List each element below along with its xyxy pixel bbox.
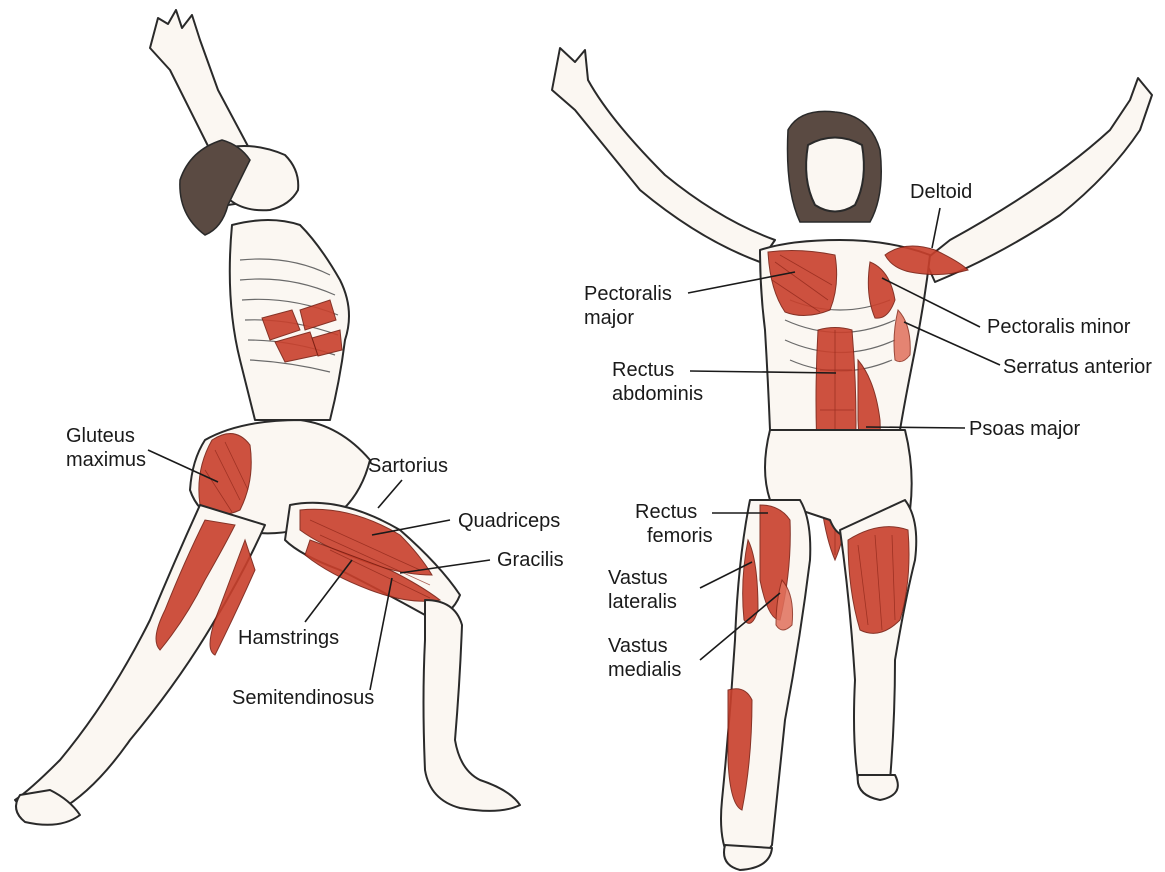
label-sartorius: Sartorius [368, 455, 448, 477]
label-vastus-medialis-line2: medialis [608, 659, 681, 681]
label-gluteus-maximus-line2: maximus [66, 449, 146, 471]
label-rectus-femoris-line1: Rectus [635, 501, 697, 523]
front-left-foot [724, 845, 772, 870]
front-right-arm [925, 78, 1152, 282]
label-serratus-anterior: Serratus anterior [1003, 356, 1152, 378]
label-rectus-abdominis-line1: Rectus [612, 359, 674, 381]
label-quadriceps: Quadriceps [458, 510, 560, 532]
leader-semitendinosus [370, 578, 392, 690]
label-pectoralis-minor: Pectoralis minor [987, 316, 1131, 338]
label-pectoralis-major-line2: major [584, 307, 634, 329]
label-gluteus-maximus: Gluteus maximus [66, 425, 146, 471]
label-deltoid: Deltoid [910, 181, 972, 203]
leader-serratus-anterior [904, 322, 1000, 365]
label-vastus-lateralis-line2: lateralis [608, 591, 677, 613]
leader-sartorius [378, 480, 402, 508]
label-vastus-lateralis-line1: Vastus [608, 567, 668, 589]
label-hamstrings: Hamstrings [238, 627, 339, 649]
side-front-shin [424, 600, 521, 811]
label-pectoralis-major-line1: Pectoralis [584, 283, 672, 305]
label-rectus-abdominis: Rectus abdominis [612, 359, 703, 405]
label-rectus-femoris: Rectus femoris [635, 501, 713, 547]
label-vastus-medialis: Vastus medialis [608, 635, 681, 681]
front-right-foot [858, 775, 898, 800]
label-pectoralis-major: Pectoralis major [584, 283, 677, 329]
label-rectus-femoris-line2: femoris [647, 525, 713, 547]
label-semitendinosus: Semitendinosus [232, 687, 374, 709]
leader-deltoid [932, 208, 940, 248]
front-left-arm [552, 48, 775, 262]
label-vastus-medialis-line1: Vastus [608, 635, 668, 657]
label-gluteus-maximus-line1: Gluteus [66, 425, 135, 447]
front-face [806, 138, 864, 212]
label-vastus-lateralis: Vastus lateralis [608, 567, 677, 613]
leader-psoas-major [866, 427, 965, 428]
label-psoas-major: Psoas major [969, 418, 1080, 440]
side-back-leg [15, 505, 265, 811]
label-gracilis: Gracilis [497, 549, 564, 571]
label-rectus-abdominis-line2: abdominis [612, 383, 703, 405]
front-view-figure [552, 48, 1152, 870]
